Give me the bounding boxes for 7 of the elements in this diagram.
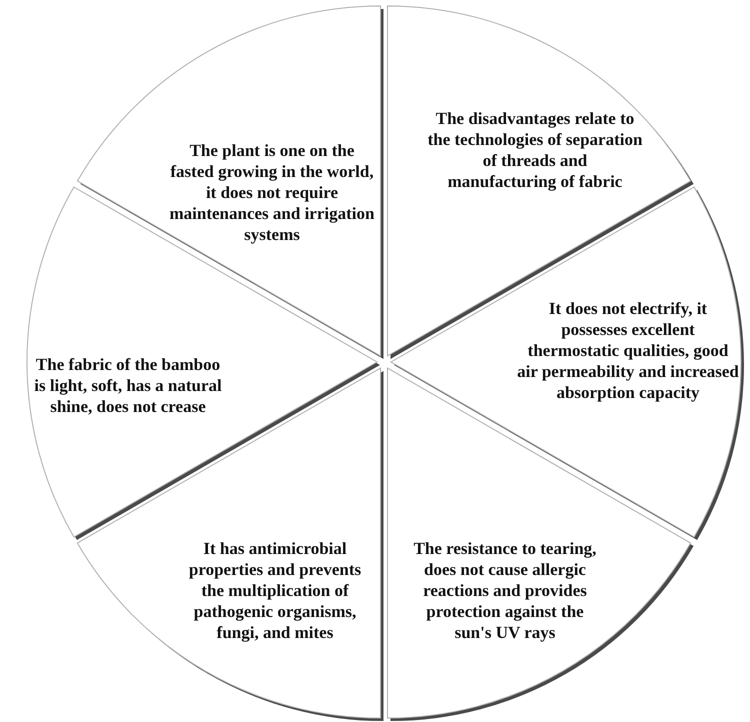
sector-text: The disadvantages relate to the technologies of separation of threads and manufacturing of fabric [428, 108, 642, 192]
sector-text: The plant is one on the fasted growing in the world, it does not require maintenances and irrigation systems [170, 140, 374, 244]
sector-text: It does not electrify, it possesses excellent thermostatic qualities, good air permeability and increased absorption capacity [516, 298, 740, 402]
sector-text: It has antimicrobial properties and prevents the multiplication of pathogenic organisms, fungi, and mites [188, 538, 362, 642]
pie-sector [25, 184, 382, 542]
sector-text: The resistance to tearing, does not cause allergic reactions and provides protection against the sun's UV rays [412, 538, 598, 642]
sector-text: The fabric of the bamboo is light, soft, has a natural shine, does not crease [33, 354, 223, 416]
